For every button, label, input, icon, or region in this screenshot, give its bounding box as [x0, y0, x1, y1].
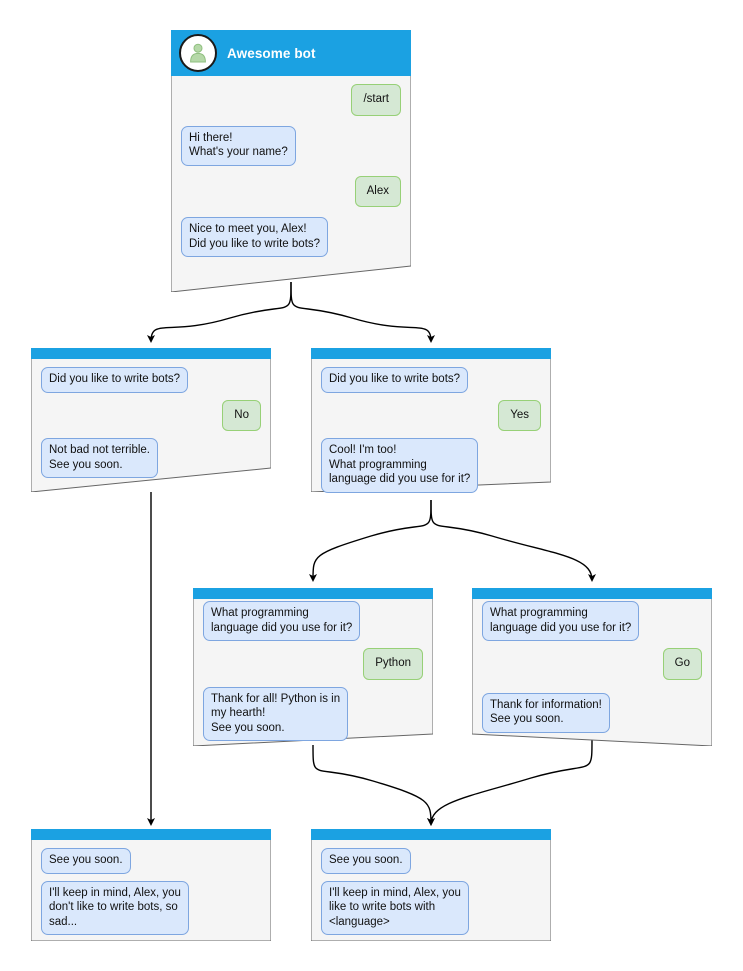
chat-transcript: What programming language did you use fo… — [472, 593, 712, 733]
message-bubble-bot: See you soon. — [321, 848, 411, 874]
node-header-bar — [311, 829, 551, 840]
message-bubble-bot: Not bad not terrible. See you soon. — [41, 438, 159, 478]
node-answer-go[interactable]: What programming language did you use fo… — [472, 588, 712, 746]
node-header-bar: Awesome bot — [171, 30, 411, 76]
bubble-spacer — [181, 207, 401, 217]
message-bubble-bot: Did you like to write bots? — [41, 367, 189, 393]
message-bubble-bot: Thank for information! See you soon. — [482, 692, 610, 733]
message-bubble-user: Alex — [354, 175, 401, 207]
bubble-spacer — [181, 116, 401, 126]
node-end-likes-bots[interactable]: See you soon. I'll keep in mind, Alex, y… — [311, 829, 551, 941]
message-bubble-bot: See you soon. — [41, 848, 131, 874]
message-bubble-bot: Thank for all! Python is in my hearth! S… — [203, 686, 349, 741]
bubble-spacer — [181, 166, 401, 176]
node-header-bar — [31, 348, 271, 359]
node-answer-yes[interactable]: Did you like to write bots? Yes Cool! I'… — [311, 348, 551, 493]
bubble-spacer — [321, 393, 541, 400]
message-bubble-bot: Cool! I'm too! What programming language… — [321, 438, 479, 493]
edge-yes-to-python — [308, 499, 432, 582]
message-bubble-user: Python — [363, 648, 423, 680]
message-bubble-bot: I'll keep in mind, Alex, you like to wri… — [321, 880, 469, 935]
bot-name-label: Awesome bot — [227, 45, 316, 61]
chat-transcript: /start Hi there! What's your name? Alex … — [171, 76, 411, 257]
person-avatar-icon — [179, 34, 217, 72]
node-header-bar — [311, 348, 551, 359]
chat-transcript: Did you like to write bots? Yes Cool! I'… — [311, 359, 551, 493]
bubble-spacer — [482, 680, 702, 693]
message-bubble-user: No — [222, 399, 261, 431]
message-bubble-user: Yes — [498, 399, 541, 431]
bubble-spacer — [321, 431, 541, 438]
message-bubble-bot: Nice to meet you, Alex! Did you like to … — [181, 217, 329, 257]
message-bubble-bot: What programming language did you use fo… — [203, 601, 361, 641]
chat-transcript: Did you like to write bots? No Not bad n… — [31, 359, 271, 478]
bubble-spacer — [203, 641, 423, 648]
message-bubble-bot: Hi there! What's your name? — [181, 125, 296, 166]
node-header-bar — [472, 588, 712, 599]
bubble-spacer — [41, 874, 261, 881]
bubble-spacer — [482, 641, 702, 648]
edge-python-to-end-happy — [312, 744, 435, 826]
node-end-no-bots[interactable]: See you soon. I'll keep in mind, Alex, y… — [31, 829, 271, 941]
chat-transcript: What programming language did you use fo… — [193, 593, 433, 741]
message-bubble-user: Go — [662, 648, 702, 680]
edge-yes-to-go — [430, 499, 596, 582]
node-answer-no[interactable]: Did you like to write bots? No Not bad n… — [31, 348, 271, 492]
chat-transcript: See you soon. I'll keep in mind, Alex, y… — [311, 840, 551, 935]
bubble-spacer — [203, 680, 423, 687]
node-header-bar — [31, 829, 271, 840]
edge-go-to-end-happy — [427, 739, 593, 826]
message-bubble-bot: Did you like to write bots? — [321, 367, 469, 393]
bubble-spacer — [41, 431, 261, 438]
message-bubble-user: /start — [351, 84, 401, 116]
node-header-bar — [193, 588, 433, 599]
message-bubble-bot: What programming language did you use fo… — [482, 601, 640, 641]
node-awesome-bot-start[interactable]: Awesome bot /start Hi there! What's your… — [171, 30, 411, 292]
chat-transcript: See you soon. I'll keep in mind, Alex, y… — [31, 840, 271, 935]
message-bubble-bot: I'll keep in mind, Alex, you don't like … — [41, 880, 189, 935]
bubble-spacer — [41, 393, 261, 400]
node-answer-python[interactable]: What programming language did you use fo… — [193, 588, 433, 746]
bubble-spacer — [321, 874, 541, 881]
